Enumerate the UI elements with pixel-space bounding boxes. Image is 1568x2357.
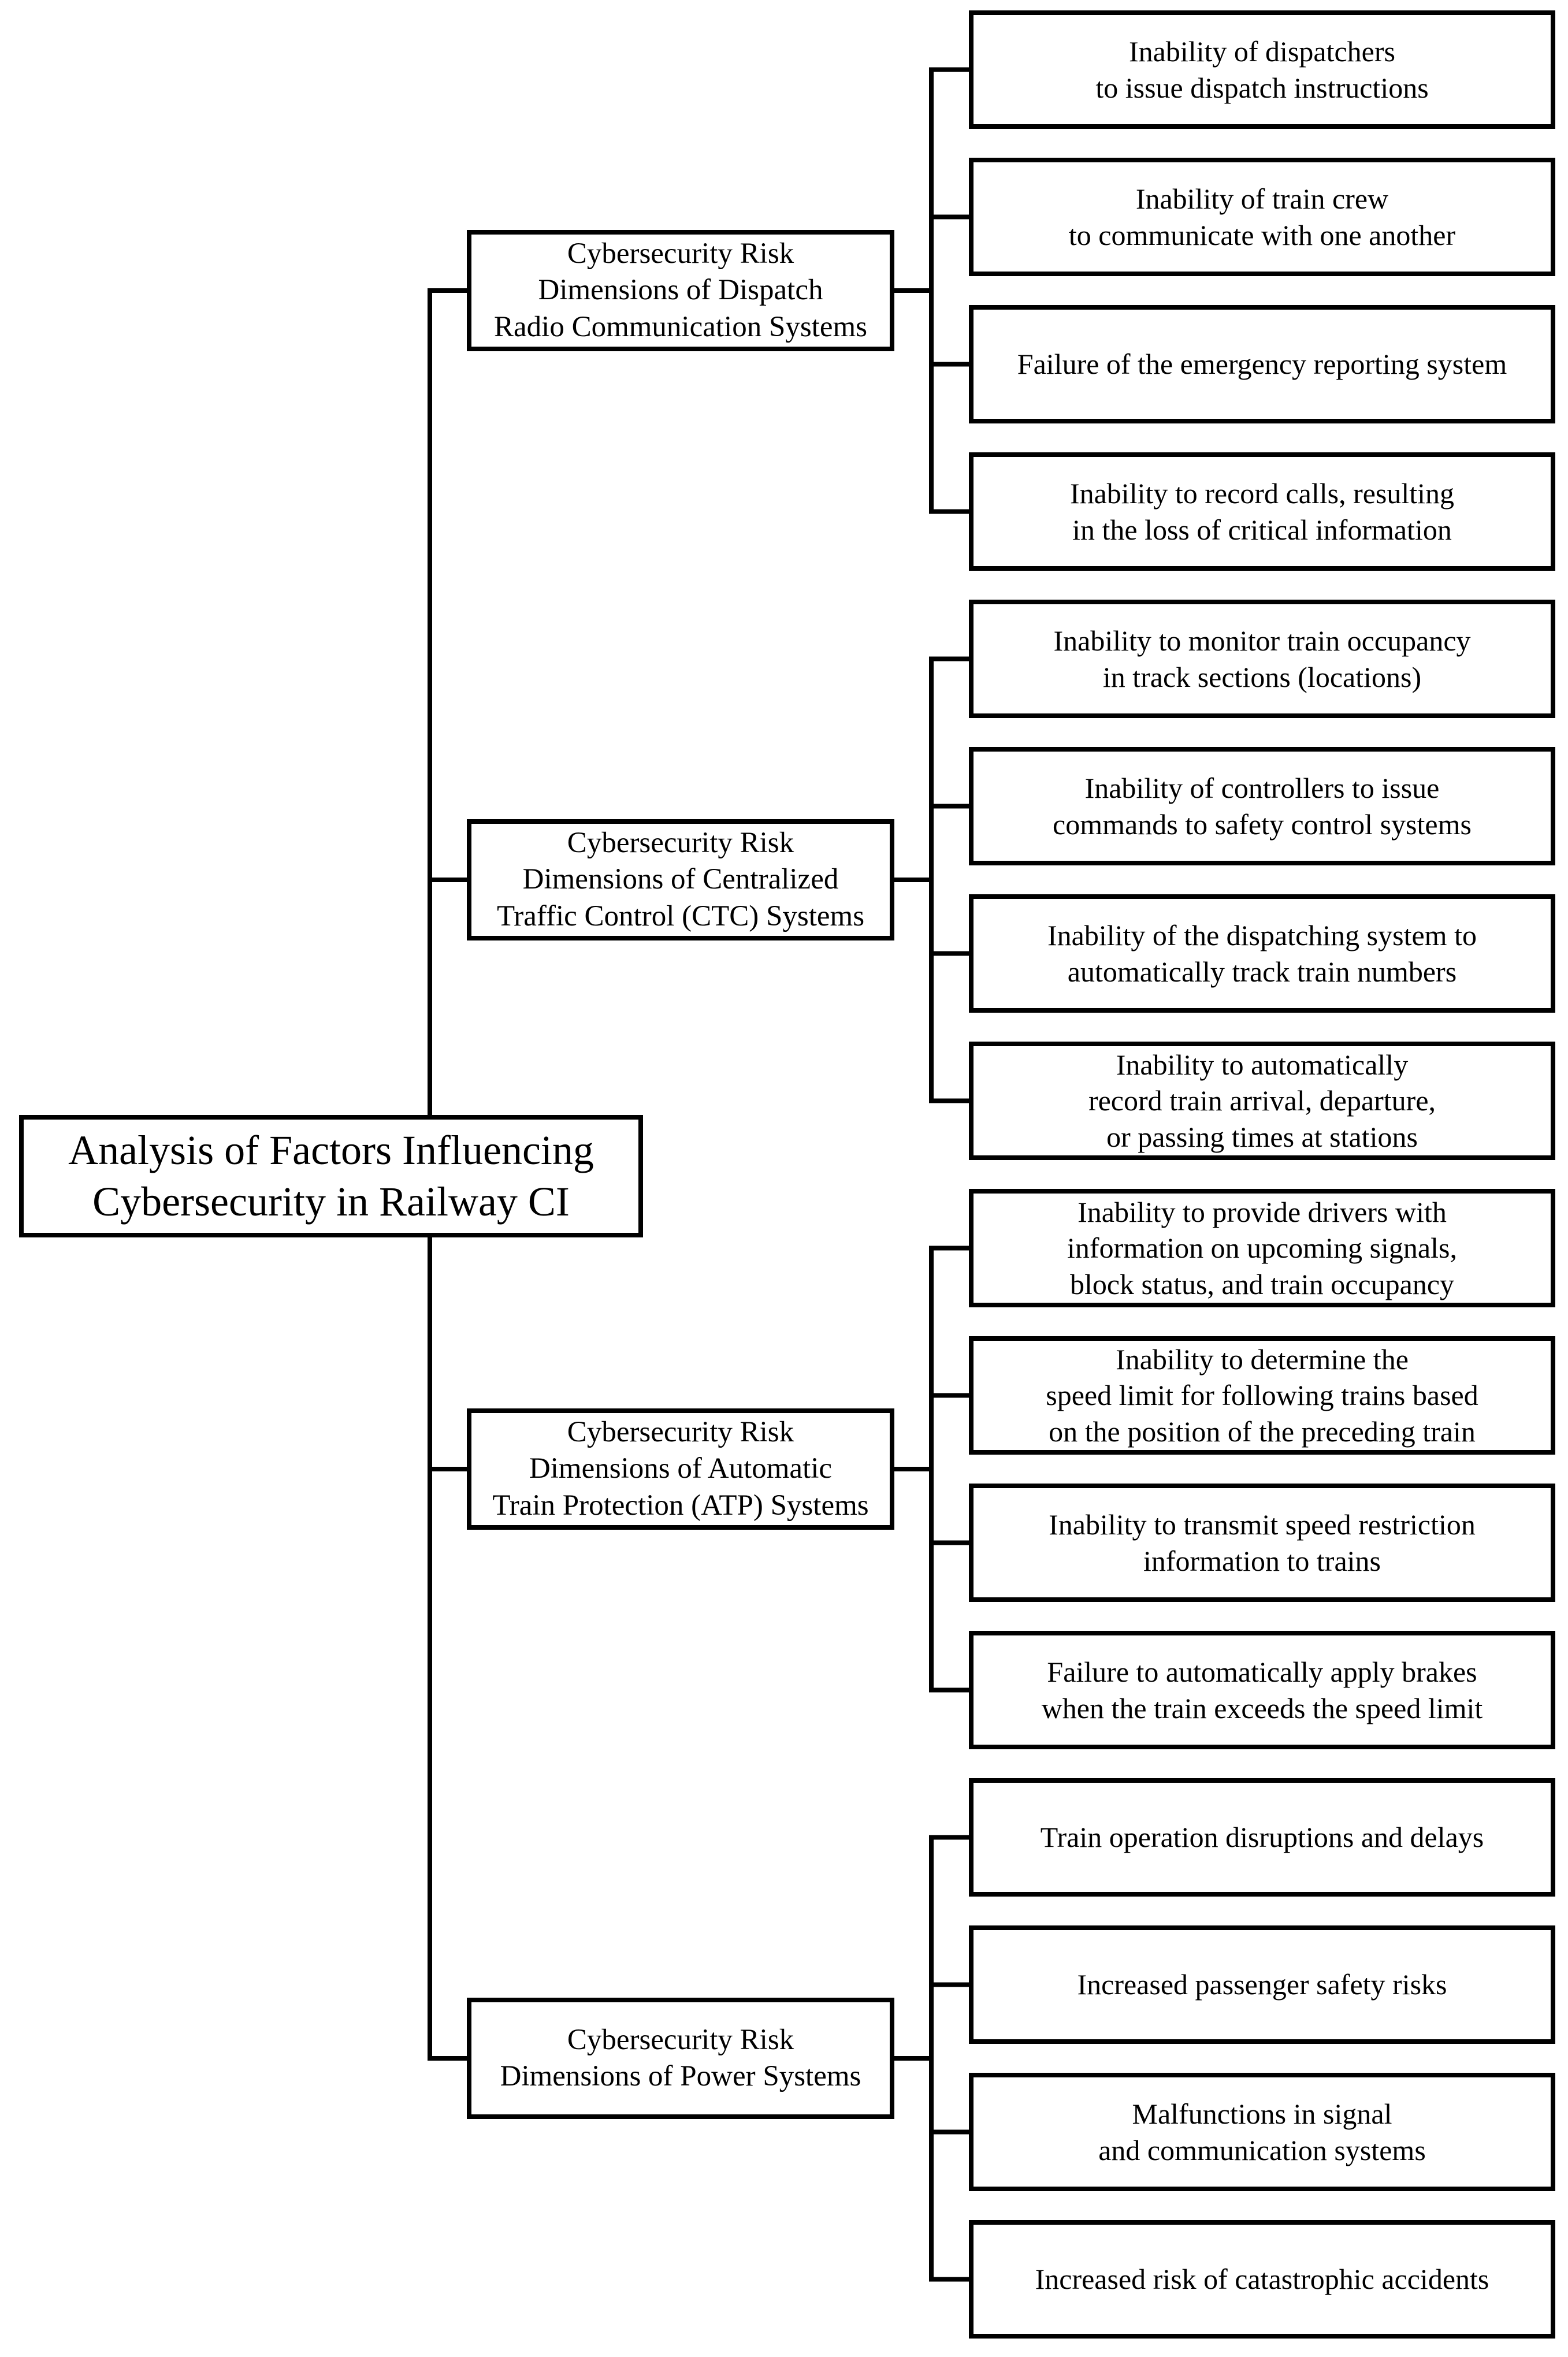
risk-item-4-1-label: Train operation disruptions and delays: [1040, 1821, 1484, 1854]
risk-item-1-3-label: Failure of the emergency reporting syste…: [1017, 348, 1507, 381]
risk-item-3-1-label: Inability to provide drivers with inform…: [1067, 1195, 1457, 1300]
risk-item-4-4: Increased risk of catastrophic accidents: [969, 2220, 1555, 2339]
risk-item-1-2: Inability of train crew to communicate w…: [969, 158, 1555, 276]
risk-item-3-1: Inability to provide drivers with inform…: [969, 1189, 1555, 1307]
risk-item-2-1: Inability to monitor train occupancy in …: [969, 600, 1555, 718]
risk-item-2-1-label: Inability to monitor train occupancy in …: [1053, 624, 1471, 693]
dimension-node-4-label: Cybersecurity Risk Dimensions of Power S…: [500, 2023, 861, 2092]
risk-item-2-4: Inability to automatically record train …: [969, 1042, 1555, 1160]
risk-item-2-2-label: Inability of controllers to issue comman…: [1053, 772, 1472, 841]
dimension-node-3-label: Cybersecurity Risk Dimensions of Automat…: [492, 1416, 869, 1522]
risk-item-4-1: Train operation disruptions and delays: [969, 1778, 1555, 1897]
risk-item-1-4-label: Inability to record calls, resulting in …: [1069, 477, 1455, 546]
risk-item-2-2: Inability of controllers to issue comman…: [969, 747, 1555, 865]
risk-item-4-3: Malfunctions in signal and communication…: [969, 2073, 1555, 2191]
risk-item-1-1: Inability of dispatchers to issue dispat…: [969, 10, 1555, 129]
dimension-node-1: Cybersecurity Risk Dimensions of Dispatc…: [467, 230, 894, 351]
risk-item-1-1-label: Inability of dispatchers to issue dispat…: [1095, 35, 1429, 104]
risk-item-1-2-label: Inability of train crew to communicate w…: [1068, 183, 1456, 251]
root-node-label: Analysis of Factors Influencing Cybersec…: [68, 1127, 594, 1225]
risk-item-4-2-label: Increased passenger safety risks: [1077, 1968, 1447, 2001]
risk-item-3-4-label: Failure to automatically apply brakes wh…: [1041, 1656, 1483, 1724]
risk-item-1-4: Inability to record calls, resulting in …: [969, 452, 1555, 571]
risk-item-4-4-label: Increased risk of catastrophic accidents: [1035, 2263, 1489, 2296]
risk-item-3-2-label: Inability to determine the speed limit f…: [1046, 1343, 1478, 1448]
risk-item-3-3: Inability to transmit speed restriction …: [969, 1484, 1555, 1602]
dimension-node-2-label: Cybersecurity Risk Dimensions of Central…: [496, 827, 865, 932]
risk-item-3-4: Failure to automatically apply brakes wh…: [969, 1631, 1555, 1749]
risk-item-4-2: Increased passenger safety risks: [969, 1925, 1555, 2044]
risk-item-3-3-label: Inability to transmit speed restriction …: [1049, 1508, 1476, 1577]
risk-item-2-3: Inability of the dispatching system to a…: [969, 894, 1555, 1013]
risk-item-3-2: Inability to determine the speed limit f…: [969, 1336, 1555, 1455]
risk-item-2-4-label: Inability to automatically record train …: [1088, 1048, 1436, 1153]
risk-item-1-3: Failure of the emergency reporting syste…: [969, 305, 1555, 423]
risk-item-2-3-label: Inability of the dispatching system to a…: [1047, 919, 1477, 988]
dimension-node-1-label: Cybersecurity Risk Dimensions of Dispatc…: [494, 237, 867, 343]
dimension-node-3: Cybersecurity Risk Dimensions of Automat…: [467, 1408, 894, 1530]
root-node: Analysis of Factors Influencing Cybersec…: [19, 1115, 643, 1237]
risk-item-4-3-label: Malfunctions in signal and communication…: [1098, 2098, 1426, 2166]
dimension-node-4: Cybersecurity Risk Dimensions of Power S…: [467, 1998, 894, 2119]
dimension-node-2: Cybersecurity Risk Dimensions of Central…: [467, 819, 894, 940]
